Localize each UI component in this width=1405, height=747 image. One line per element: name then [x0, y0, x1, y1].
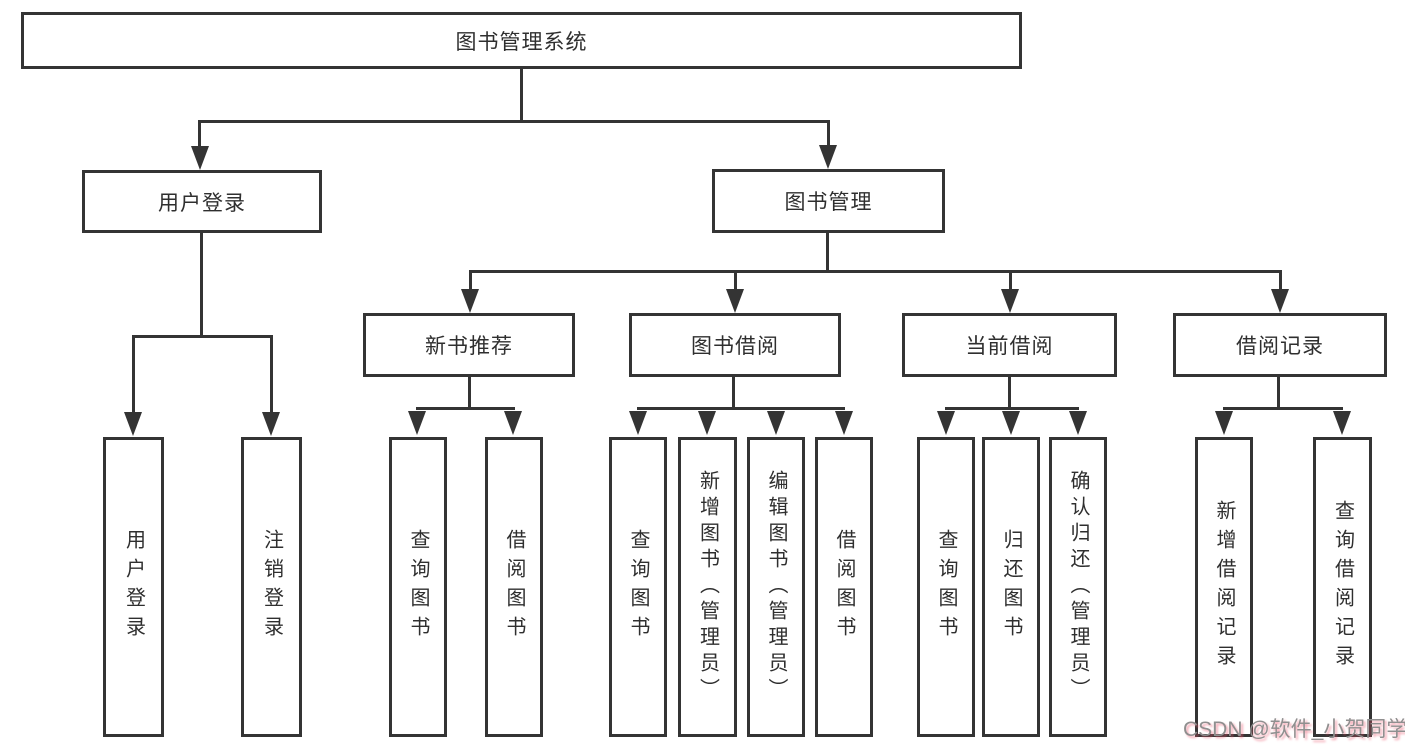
leaf-logout: 注销登录: [241, 437, 302, 737]
connector-level3-bar: [469, 270, 1282, 273]
arrowhead-user-login: [191, 146, 209, 170]
arrowhead-borrow-records: [1271, 289, 1289, 313]
arrowhead-leaf-logout: [262, 412, 280, 436]
arrowhead-cb-return: [1002, 411, 1020, 435]
connector-user-login-drop: [198, 120, 201, 148]
node-label: 新书推荐: [425, 335, 513, 358]
connector-bb-stub: [732, 377, 735, 409]
leaf-cb-return-books: 归还图书: [982, 437, 1040, 737]
connector-cb-drop: [1009, 270, 1012, 291]
arrowhead-br-query: [1333, 411, 1351, 435]
connector-bb-drop: [734, 270, 737, 291]
connector-br-bar: [1223, 407, 1343, 410]
node-user-login: 用户登录: [82, 170, 322, 233]
arrowhead-nb-query: [408, 411, 426, 435]
connector-br-drop: [1279, 270, 1282, 291]
connector-cb-bar: [945, 407, 1079, 410]
node-label: 编辑图书（管理员）: [765, 470, 787, 704]
connector-user-login-stub: [200, 233, 203, 337]
node-label: 用户登录: [122, 529, 145, 645]
node-label: 图书借阅: [691, 335, 779, 358]
node-new-book-recommend: 新书推荐: [363, 313, 575, 377]
arrowhead-bb-edit: [767, 411, 785, 435]
connector-bb-bar: [637, 407, 845, 410]
node-book-management: 图书管理: [712, 169, 945, 233]
node-borrow-records: 借阅记录: [1173, 313, 1387, 377]
node-current-borrow: 当前借阅: [902, 313, 1117, 377]
connector-user-login-bar: [132, 335, 273, 338]
arrowhead-nb-borrow: [504, 411, 522, 435]
leaf-bb-borrow-books: 借阅图书: [815, 437, 873, 737]
leaf-nb-query-books: 查询图书: [389, 437, 447, 737]
node-label: 图书管理: [784, 191, 873, 214]
connector-book-mgmt-stub: [826, 233, 829, 272]
connector-br-stub: [1277, 377, 1280, 409]
connector-nbr-drop: [469, 270, 472, 291]
leaf-cb-query-books: 查询图书: [917, 437, 975, 737]
node-label: 归还图书: [1000, 529, 1022, 645]
node-label: 用户登录: [158, 191, 246, 215]
node-label: 查询图书: [407, 529, 429, 645]
connector-leaf-login-drop: [132, 335, 135, 413]
arrowhead-new-book-recommend: [461, 289, 479, 313]
connector-cb-stub: [1008, 377, 1011, 409]
node-label: 借阅记录: [1236, 335, 1324, 358]
node-label: 查询借阅记录: [1331, 500, 1354, 674]
arrowhead-cb-query: [937, 411, 955, 435]
arrowhead-bb-add: [698, 411, 716, 435]
connector-nbr-stub: [468, 377, 471, 409]
node-label: 确认归还（管理员）: [1067, 470, 1089, 704]
node-label: 借阅图书: [503, 529, 525, 645]
connector-book-mgmt-drop: [827, 120, 830, 148]
arrowhead-current-borrow: [1001, 289, 1019, 313]
leaf-br-add-record: 新增借阅记录: [1195, 437, 1253, 737]
connector-leaf-logout-drop: [270, 335, 273, 413]
node-label: 当前借阅: [965, 335, 1054, 358]
leaf-bb-edit-books-admin: 编辑图书（管理员）: [747, 437, 805, 737]
connector-level2-bar: [198, 120, 830, 123]
leaf-nb-borrow-books: 借阅图书: [485, 437, 543, 737]
leaf-br-query-record: 查询借阅记录: [1313, 437, 1372, 737]
arrowhead-cb-confirm: [1069, 411, 1087, 435]
arrowhead-bb-query: [629, 411, 647, 435]
node-label: 查询图书: [627, 529, 649, 645]
node-label: 新增借阅记录: [1213, 500, 1235, 674]
connector-root-stub: [520, 69, 523, 122]
arrowhead-bb-borrow: [835, 411, 853, 435]
arrowhead-book-borrow: [726, 289, 744, 313]
arrowhead-br-add: [1215, 411, 1233, 435]
node-label: 借阅图书: [833, 529, 855, 645]
leaf-cb-confirm-return-admin: 确认归还（管理员）: [1049, 437, 1107, 737]
node-book-borrow: 图书借阅: [629, 313, 841, 377]
node-root-library-system: 图书管理系统: [21, 12, 1022, 69]
connector-nbr-bar: [416, 407, 515, 410]
node-label: 注销登录: [260, 529, 283, 645]
node-label: 图书管理系统: [455, 30, 588, 54]
node-label: 新增图书（管理员）: [696, 470, 719, 704]
csdn-watermark: CSDN @软件_小贺同学: [1183, 718, 1405, 741]
arrowhead-book-mgmt: [819, 145, 837, 169]
leaf-bb-add-books-admin: 新增图书（管理员）: [678, 437, 737, 737]
arrowhead-leaf-login: [124, 412, 142, 436]
leaf-user-login: 用户登录: [103, 437, 164, 737]
leaf-bb-query-books: 查询图书: [609, 437, 667, 737]
node-label: 查询图书: [935, 529, 957, 645]
